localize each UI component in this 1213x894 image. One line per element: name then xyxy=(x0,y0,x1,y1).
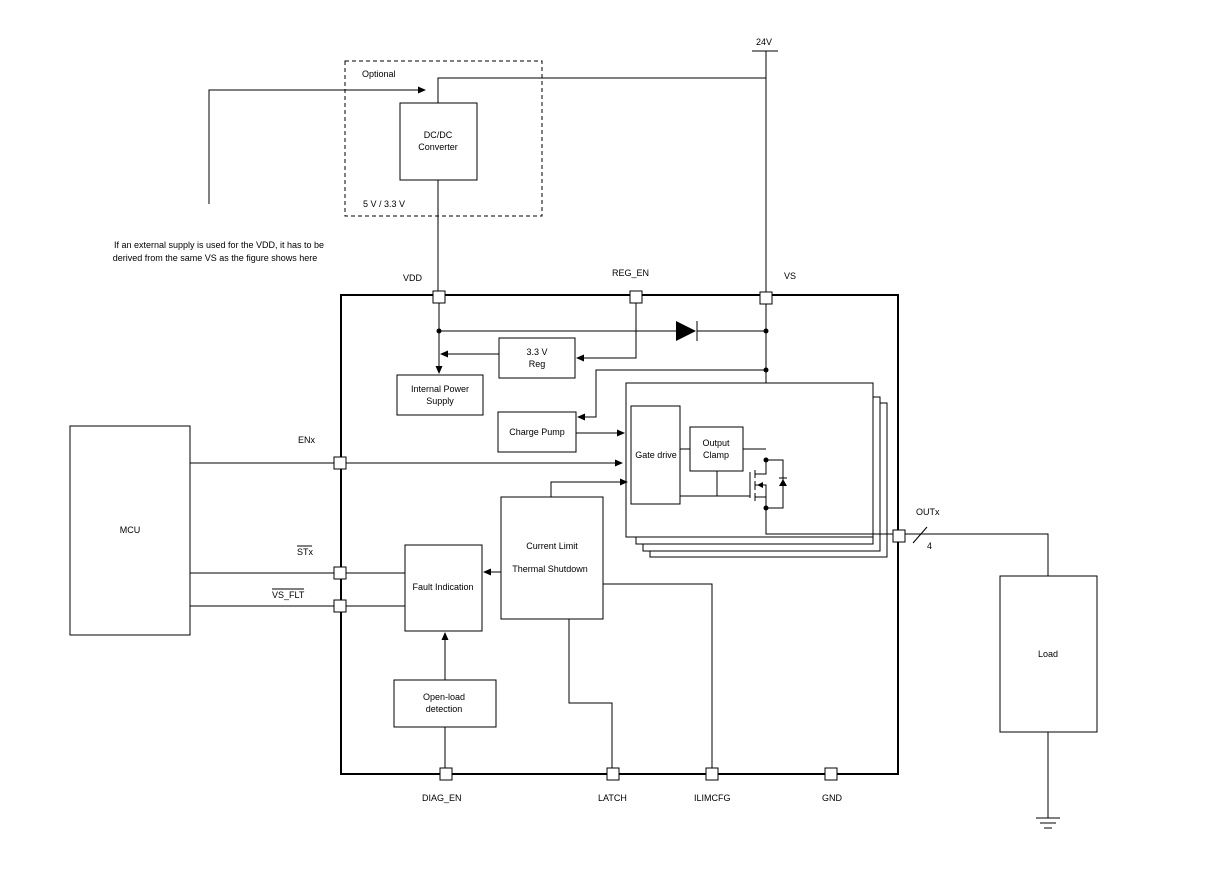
pin-vdd-label: VDD xyxy=(403,273,423,283)
output-clamp-line1: Output xyxy=(702,438,730,448)
pin-outx-label: OUTx xyxy=(916,507,940,517)
fault-indication-label: Fault Indication xyxy=(412,582,473,592)
mcu-label: MCU xyxy=(120,525,141,535)
bottom-pins: DIAG_EN LATCH ILIMCFG GND xyxy=(422,767,843,803)
pin-diag-en xyxy=(439,767,453,781)
load-label: Load xyxy=(1038,649,1058,659)
protection-line2: Thermal Shutdown xyxy=(512,564,588,574)
internal-supply-block: Internal Power Supply xyxy=(396,374,484,416)
body-diode-icon xyxy=(779,479,787,486)
protection-line1: Current Limit xyxy=(526,541,578,551)
load xyxy=(999,575,1098,733)
open-load-line1: Open-load xyxy=(423,692,465,702)
pin-gnd-label: GND xyxy=(822,793,843,803)
output-clamp-block: Output Clamp xyxy=(680,426,766,472)
left-pins: ENx STx VS_FLT xyxy=(190,435,623,613)
dcdc-converter xyxy=(399,102,478,181)
protection-block: Current Limit Thermal Shutdown xyxy=(483,478,713,768)
optional-label: Optional xyxy=(362,69,396,79)
charge-pump-block: Charge Pump xyxy=(497,369,766,453)
pin-vs-flt-label: VS_FLT xyxy=(272,590,305,600)
pin-stx xyxy=(333,566,347,580)
charge-pump xyxy=(497,411,577,453)
dcdc-line2: Converter xyxy=(418,142,458,152)
pin-vdd xyxy=(432,290,446,304)
regulator xyxy=(498,337,576,379)
output-path: OUTx 4 Load xyxy=(892,507,1098,829)
gate-drive-label: Gate drive xyxy=(635,450,677,460)
current-limit-thermal-shutdown xyxy=(500,496,604,620)
note-line1: If an external supply is used for the VD… xyxy=(114,240,324,250)
mcu-block: MCU xyxy=(69,425,191,636)
optional-boundary xyxy=(344,60,543,217)
internal-supply-line1: Internal Power xyxy=(411,384,469,394)
pin-vs-flt xyxy=(333,599,347,613)
pin-gnd xyxy=(824,767,838,781)
fault-indication-block: Fault Indication xyxy=(404,544,483,632)
internal-power-supply xyxy=(396,374,484,416)
open-load-line2: detection xyxy=(426,704,463,714)
charge-pump-label: Charge Pump xyxy=(509,427,565,437)
mcu xyxy=(69,425,191,636)
top-pins: VDD REG_EN VS xyxy=(403,268,796,305)
fault-indication xyxy=(404,544,483,632)
pin-reg-en xyxy=(629,290,643,304)
dcdc-output-label: 5 V / 3.3 V xyxy=(363,199,405,209)
bus-slash xyxy=(912,526,928,544)
optional-dcdc-block: Optional DC/DC Converter 5 V / 3.3 V xyxy=(344,60,766,291)
dcdc-line1: DC/DC xyxy=(424,130,453,140)
open-load-block: Open-load detection xyxy=(393,632,497,768)
vdd-note: If an external supply is used for the VD… xyxy=(113,86,426,263)
pin-outx xyxy=(892,529,906,543)
open-load-detection xyxy=(393,679,497,728)
supply-label: 24V xyxy=(756,37,772,47)
regulator-line1: 3.3 V xyxy=(526,347,547,357)
pin-ilimcfg xyxy=(705,767,719,781)
pin-latch xyxy=(606,767,620,781)
pin-stx-label: STx xyxy=(297,547,314,557)
diode-icon xyxy=(676,321,696,341)
regulator-block: 3.3 V Reg xyxy=(440,303,637,379)
pin-vs-label: VS xyxy=(784,271,796,281)
pin-reg-en-label: REG_EN xyxy=(612,268,649,278)
pin-enx-label: ENx xyxy=(298,435,316,445)
pin-latch-label: LATCH xyxy=(598,793,627,803)
bus-width-label: 4 xyxy=(927,541,932,551)
output-clamp xyxy=(689,426,744,472)
output-clamp-line2: Clamp xyxy=(703,450,729,460)
supply-rail: 24V xyxy=(752,37,778,293)
internal-supply-line2: Supply xyxy=(426,396,454,406)
pin-diag-en-label: DIAG_EN xyxy=(422,793,462,803)
pin-vs xyxy=(759,291,773,305)
pin-enx xyxy=(333,456,347,470)
note-line2: derived from the same VS as the figure s… xyxy=(113,253,318,263)
pin-ilimcfg-label: ILIMCFG xyxy=(694,793,731,803)
regulator-line2: Reg xyxy=(529,359,546,369)
power-mosfet xyxy=(680,457,894,535)
gate-drive-block: Gate drive xyxy=(630,405,681,505)
gate-drive xyxy=(630,405,681,505)
